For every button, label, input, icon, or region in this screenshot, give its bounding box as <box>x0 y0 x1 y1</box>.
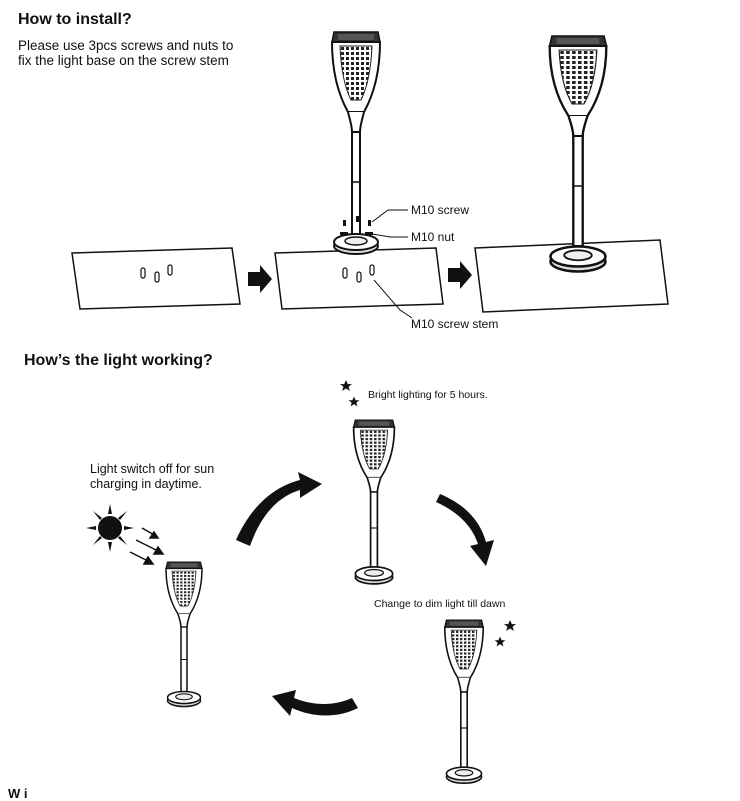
lamp-base-dim <box>445 766 483 785</box>
sunlight-arrows <box>129 527 165 565</box>
solar-torch-lamp <box>331 31 381 243</box>
solar-torch-lamp-dim <box>443 619 485 773</box>
footer-partial-heading: W i <box>8 786 28 801</box>
moon-icon <box>315 378 333 414</box>
star-icon <box>348 396 360 407</box>
label-m10-screw: M10 screw <box>411 203 470 217</box>
star-icon <box>340 380 352 391</box>
star-icon <box>494 636 506 647</box>
cycle-arrow-icon <box>236 472 494 716</box>
solar-torch-lamp-bright <box>352 419 396 573</box>
label-m10-screw-stem: M10 screw stem <box>411 317 499 331</box>
arrow-right-icon <box>248 265 272 293</box>
label-daytime-charging: Light switch off for sun charging in day… <box>90 462 215 491</box>
leader-lines <box>371 209 413 319</box>
star-icon <box>504 620 516 631</box>
label-dim-light: Change to dim light till dawn <box>374 598 506 610</box>
base-plate-3 <box>474 239 669 313</box>
lamp-base <box>333 233 379 255</box>
screws-and-nuts <box>340 216 373 235</box>
sun-icon <box>86 504 134 552</box>
moon-icon <box>524 618 542 654</box>
working-heading: How’s the light working? <box>24 352 213 369</box>
solar-torch-lamp-off <box>165 561 203 700</box>
base-plate-1 <box>71 247 241 310</box>
solar-torch-lamp-assembled <box>548 34 608 248</box>
install-heading: How to install? <box>18 11 132 28</box>
label-m10-nut: M10 nut <box>411 230 455 244</box>
lamp-base-off <box>166 690 202 708</box>
label-bright-lighting: Bright lighting for 5 hours. <box>368 389 488 401</box>
base-plate-2 <box>274 247 444 310</box>
lamp-base-assembled <box>549 245 607 273</box>
lamp-base-bright <box>354 566 394 585</box>
install-instruction: Please use 3pcs screws and nuts to fix t… <box>18 38 234 68</box>
arrow-right-icon <box>448 261 472 289</box>
